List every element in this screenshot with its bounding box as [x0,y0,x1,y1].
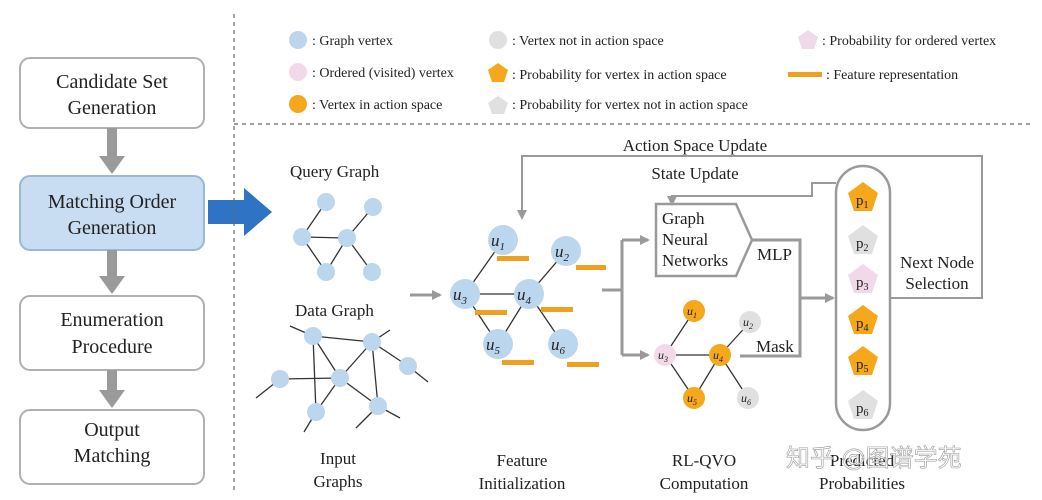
svg-text:p1: p1 [856,193,869,211]
svg-text:u4: u4 [517,285,532,307]
expand-arrow [208,188,272,236]
mask-label: Mask [756,337,794,356]
feature-init-line1: Feature [497,451,548,470]
step-output-line1: Output [84,419,140,441]
legend-ordered-vertex: : Ordered (visited) vertex [312,66,454,81]
svg-text:u3: u3 [658,348,668,364]
svg-text:u1: u1 [687,304,697,320]
svg-text:u2: u2 [555,242,570,264]
split-arrows [602,235,650,360]
gnn-line3: Networks [662,251,728,270]
legend-prob-action: : Probability for vertex in action space [512,68,727,83]
input-graphs-line1: Input [320,449,356,468]
feature-node-labels: u1 u2 u3 u4 u5 u6 [453,231,570,357]
feature-bars [475,256,606,367]
step-candidate-set-line1: Candidate Set [56,71,168,93]
query-graph-edges [301,201,374,273]
gnn-block: Graph Neural Networks MLP Mask [654,202,794,356]
svg-text:p3: p3 [856,275,869,293]
data-graph-vertices [271,327,417,421]
state-update-label: State Update [651,164,738,183]
data-graph-label: Data Graph [295,301,374,320]
next-node-line1: Next Node [900,253,974,272]
legend-prob-action-icon [488,63,508,82]
legend-prob-ordered: : Probability for ordered vertex [822,34,996,49]
legend-prob-ordered-icon [798,30,818,49]
legend-action-vertex-icon [289,95,307,113]
step-candidate-set-line2: Generation [68,97,157,119]
rlqvo-graph: u1 u2 u3 u4 u5 u6 RL-QVO Computation [654,300,761,493]
svg-text:u3: u3 [453,285,468,307]
feature-init: u1 u2 u3 u4 u5 u6 Feature Initialization [450,225,606,493]
legend-feature-bar-icon [788,72,822,77]
legend-graph-vertex-icon [289,31,307,49]
svg-text:u6: u6 [551,335,566,357]
step-output-line2: Matching [74,445,151,467]
probability-labels: p1 p2 p3 p4 p5 p6 [856,193,869,419]
rlqvo-line2: Computation [660,474,749,493]
step-output-box [19,409,205,485]
svg-text:u5: u5 [486,335,501,357]
rlqvo-node-labels: u1 u2 u3 u4 u5 u6 [658,304,753,407]
svg-text:p4: p4 [856,316,869,334]
svg-text:u1: u1 [491,231,505,253]
step-matching-order-line1: Matching Order [48,191,177,213]
watermark: 知乎 @图谱学苑 [786,444,962,472]
legend-prob-not-action-icon [488,96,508,114]
svg-text:u4: u4 [713,348,723,364]
legend-action-vertex: : Vertex in action space [312,98,442,113]
legend-ordered-vertex-icon [289,63,307,81]
svg-text:u5: u5 [687,391,697,407]
pipeline-down-arrows [99,128,125,408]
feature-init-line2: Initialization [479,474,566,493]
pipeline: Candidate Set Generation Matching Order … [19,57,272,485]
rlqvo-line1: RL-QVO [672,451,736,470]
query-graph-label: Query Graph [290,162,380,181]
legend-not-action-vertex: : Vertex not in action space [512,34,664,49]
gnn-line2: Neural [662,230,709,249]
svg-text:p2: p2 [856,236,869,254]
step-enumeration-box [19,295,205,371]
rlqvo-edges [664,310,751,399]
legend-graph-vertex: : Graph vertex [312,34,393,49]
input-graphs-line2: Graphs [313,472,362,491]
action-space-update-label: Action Space Update [623,136,767,155]
svg-text:p6: p6 [856,401,869,419]
step-enumeration-line1: Enumeration [60,309,163,331]
feature-graph-vertices [450,225,581,359]
svg-text:p5: p5 [856,357,869,375]
predicted-line2: Probabilities [819,474,905,493]
predicted-line1: Predicted [830,451,895,470]
gnn-line1: Graph [662,209,705,228]
predicted-probabilities: p1 p2 p3 p4 p5 p6 Predicted Probabilitie… [819,164,905,493]
svg-text:u6: u6 [741,391,751,407]
feedback-loops [517,155,983,299]
step-matching-order-line2: Generation [68,217,157,239]
legend: : Graph vertex : Ordered (visited) verte… [289,30,996,114]
legend-prob-not-action: : Probability for vertex not in action s… [512,98,748,113]
probability-pentagons [848,182,878,419]
to-probabilities-arrows [740,238,835,358]
step-enumeration-line2: Procedure [71,336,152,358]
next-node-line2: Selection [905,274,969,293]
input-graphs: Query Graph Data Graph [255,162,429,491]
gnn-box [654,202,754,278]
legend-not-action-vertex-icon [489,31,507,49]
query-graph-vertices [293,193,382,281]
mlp-label: MLP [757,245,792,264]
svg-text:u2: u2 [743,315,753,331]
legend-feature-representation: : Feature representation [826,68,958,83]
